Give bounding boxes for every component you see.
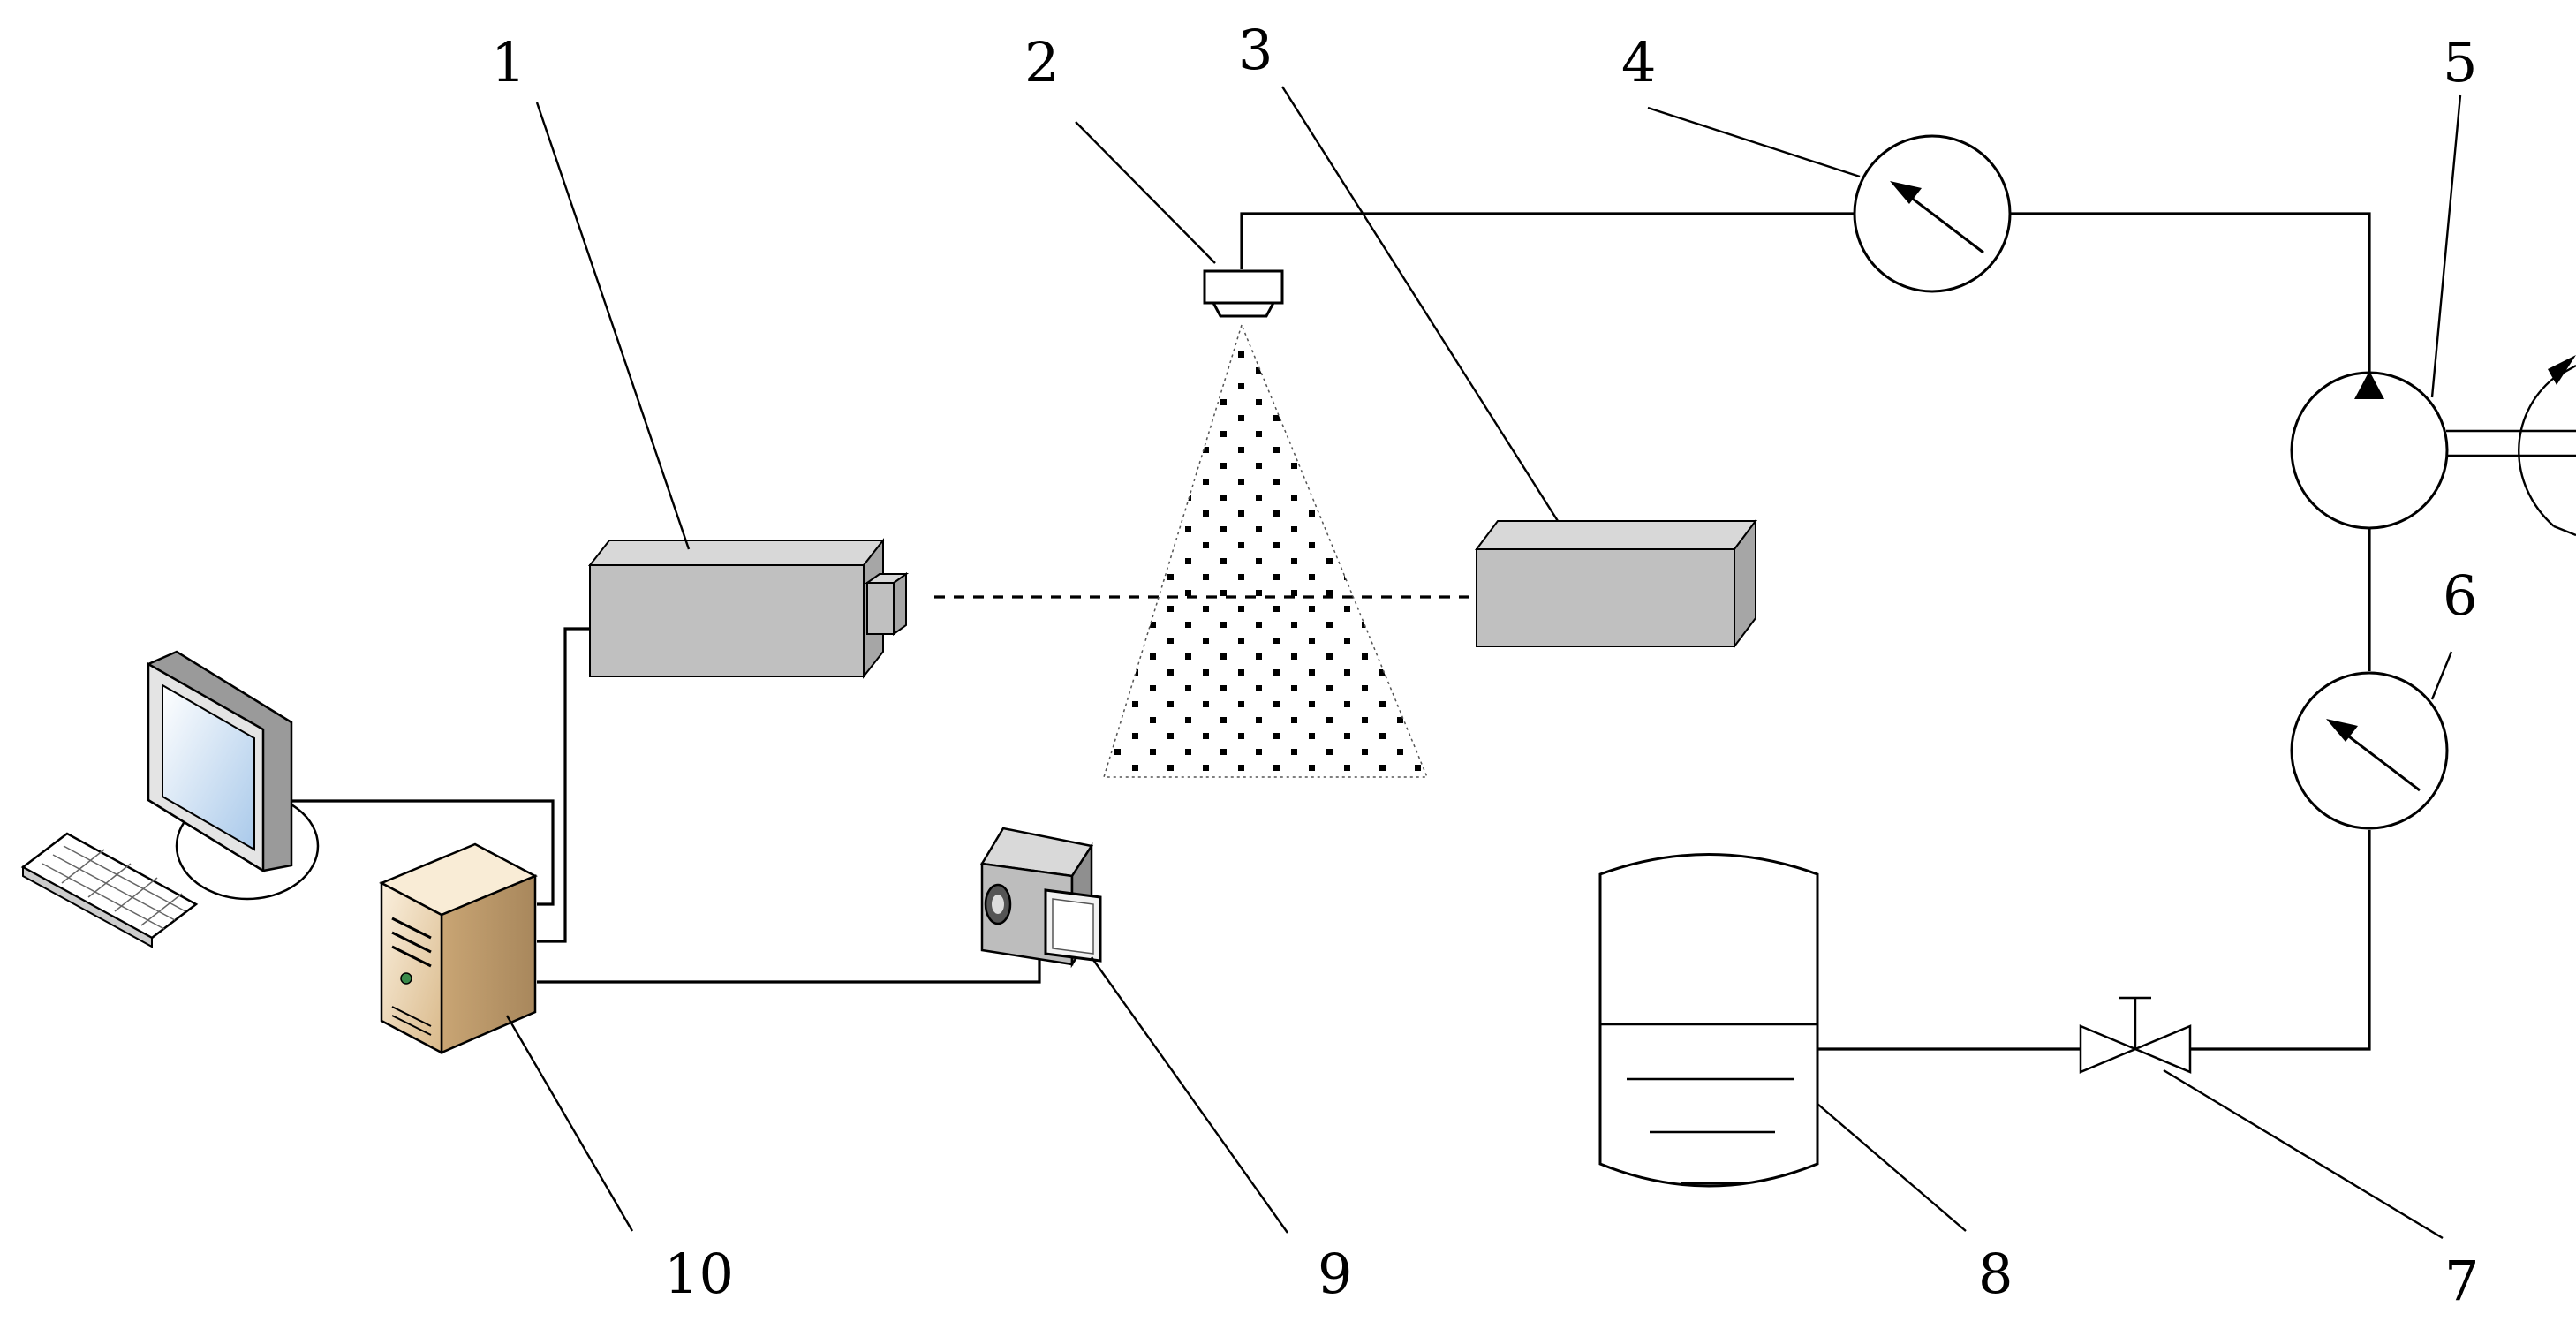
label-1: 1 [491,30,525,94]
signal-cables [291,595,1477,984]
laser-emitter [587,538,910,679]
label-2: 2 [1024,30,1059,94]
pressure-gauge [2290,671,2449,830]
leader-8 [1817,1103,1967,1232]
leader-lines [505,86,2462,1240]
label-7: 7 [2444,1249,2479,1313]
leader-7 [2163,1068,2444,1240]
leader-9 [1091,956,1288,1234]
label-10: 10 [664,1242,734,1306]
water-tank [1598,853,1819,1188]
leader-10 [505,1015,634,1232]
desktop-computer-icon [20,650,538,1055]
label-8: 8 [1978,1242,2013,1306]
leader-4 [1647,106,1861,178]
pipe-lines [1240,212,2576,1051]
laser-receiver [1475,518,1757,649]
leader-3 [1280,86,1560,522]
label-9: 9 [1318,1242,1352,1306]
leader-6 [2430,651,2453,700]
pump [2290,355,2576,537]
valve [2079,996,2192,1074]
video-camera-icon [979,827,1102,969]
leader-2 [1075,121,1216,264]
part-number-labels: 1 2 3 4 5 6 7 8 9 10 [491,18,2479,1313]
spray-cone [1102,322,1429,778]
spray-nozzle [1203,269,1284,318]
leader-1 [535,102,691,550]
label-6: 6 [2443,563,2477,628]
label-3: 3 [1238,18,1273,82]
label-4: 4 [1621,30,1656,94]
label-5: 5 [2443,30,2477,94]
flow-meter-gauge [1853,134,2012,293]
leader-5 [2430,94,2462,398]
